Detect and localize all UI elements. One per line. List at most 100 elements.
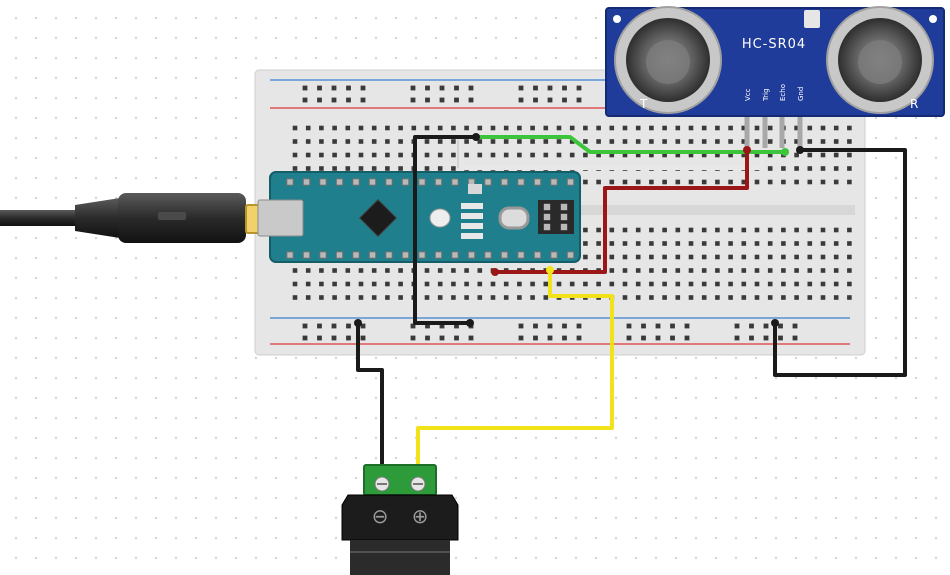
sensor-pin-label-gnd: Gnd — [797, 87, 805, 101]
sensor-pin-label-echo: Echo — [779, 84, 787, 101]
breadboard-hole — [847, 241, 852, 246]
breadboard-hole — [305, 125, 311, 131]
breadboard-hole — [626, 323, 632, 329]
breadboard-hole — [794, 281, 799, 287]
breadboard-hole — [332, 268, 337, 273]
breadboard-hole — [533, 85, 538, 91]
breadboard-hole — [518, 85, 524, 91]
breadboard-hole — [562, 85, 567, 91]
breadboard-hole — [556, 281, 562, 287]
breadboard-hole — [675, 241, 681, 246]
breadboard-hole — [701, 139, 707, 144]
breadboard-hole — [345, 139, 351, 144]
breadboard-hole — [622, 125, 628, 131]
breadboard-hole — [398, 166, 403, 171]
breadboard-hole — [583, 125, 588, 131]
breadboard-hole — [741, 241, 747, 246]
breadboard-hole — [688, 152, 694, 158]
breadboard-hole — [530, 125, 535, 131]
nano-header-pin — [401, 251, 410, 259]
breadboard-hole — [778, 335, 783, 341]
breadboard-hole — [533, 335, 538, 341]
breadboard-hole — [596, 241, 601, 246]
breadboard-hole — [305, 139, 311, 144]
arduino-smd-2 — [461, 213, 483, 219]
breadboard-hole — [622, 152, 628, 158]
breadboard-hole — [477, 152, 483, 158]
breadboard-hole — [437, 281, 443, 287]
breadboard-hole — [292, 125, 298, 131]
breadboard-hole — [794, 227, 799, 233]
wire-black-nano-gnd — [413, 135, 478, 325]
breadboard-hole — [728, 241, 733, 246]
breadboard-hole — [464, 281, 469, 287]
breadboard-hole — [662, 125, 667, 131]
breadboard-hole — [464, 152, 469, 158]
breadboard-hole — [649, 139, 654, 144]
breadboard-hole — [410, 335, 416, 341]
breadboard-hole — [468, 335, 474, 341]
wire-end-6 — [781, 148, 789, 156]
breadboard-hole — [767, 241, 773, 246]
breadboard-hole — [533, 323, 538, 329]
breadboard-hole — [332, 139, 337, 144]
breadboard-hole — [477, 139, 483, 144]
breadboard-hole — [675, 295, 681, 300]
breadboard-hole — [358, 125, 364, 131]
breadboard-hole — [649, 281, 654, 287]
breadboard-hole — [439, 323, 445, 329]
breadboard-hole — [675, 152, 681, 158]
breadboard-hole — [490, 152, 496, 158]
nano-header-pin — [533, 251, 542, 259]
nano-header-pin — [484, 251, 492, 259]
breadboard-hole — [358, 295, 364, 300]
breadboard-hole — [820, 295, 826, 300]
breadboard-hole — [754, 139, 760, 144]
breadboard-hole — [847, 139, 852, 144]
icsp-pin — [560, 203, 568, 211]
breadboard-hole — [649, 125, 654, 131]
breadboard-hole — [622, 281, 628, 287]
breadboard-hole — [767, 254, 773, 260]
breadboard-hole — [662, 254, 667, 260]
nano-header-pin — [352, 178, 360, 186]
breadboard-hole — [728, 179, 733, 185]
breadboard-hole — [675, 179, 681, 185]
icsp-pin — [543, 223, 551, 231]
breadboard-hole — [569, 125, 575, 131]
breadboard-hole — [583, 254, 588, 260]
breadboard-hole — [609, 281, 615, 287]
breadboard-hole — [749, 323, 754, 329]
breadboard-hole — [635, 125, 641, 131]
breadboard-hole — [503, 139, 509, 144]
wire-yellow-vin — [416, 268, 614, 486]
breadboard-hole — [820, 152, 826, 158]
breadboard-hole — [530, 281, 535, 287]
breadboard-hole — [847, 152, 852, 158]
breadboard-hole — [754, 179, 760, 185]
breadboard-hole — [425, 85, 430, 91]
nano-header-pin — [385, 178, 393, 186]
breadboard-hole — [701, 152, 707, 158]
breadboard-hole — [820, 179, 826, 185]
breadboard-hole — [781, 227, 786, 233]
arduino-nano-pins — [286, 178, 575, 259]
breadboard-hole — [635, 254, 641, 260]
breadboard-hole — [701, 227, 707, 233]
breadboard-hole — [609, 139, 615, 144]
breadboard-hole — [317, 97, 322, 103]
breadboard-hole — [728, 139, 733, 144]
sensor-crystal — [804, 10, 820, 28]
breadboard-hole — [547, 335, 553, 341]
breadboard-hole — [464, 125, 469, 131]
breadboard-hole — [425, 335, 430, 341]
breadboard-hole — [715, 295, 720, 300]
arduino-nano — [257, 171, 581, 263]
jack-terminal-block — [363, 464, 437, 496]
breadboard-hole — [684, 335, 690, 341]
arduino-microcontroller-chip — [358, 198, 398, 238]
breadboard-hole — [807, 139, 813, 144]
breadboard-hole — [767, 166, 773, 171]
breadboard-hole — [734, 323, 740, 329]
breadboard-hole — [754, 152, 760, 158]
